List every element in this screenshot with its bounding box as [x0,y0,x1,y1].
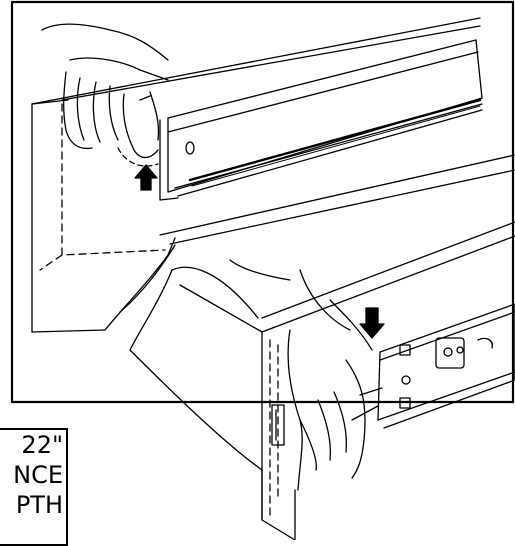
arrow-down-icon [359,307,385,339]
dimension-callout-box: 22" NCE PTH [0,428,68,546]
upper-slide-rail [159,39,483,201]
callout-line-1: 22" [21,431,63,459]
callout-line-3: PTH [15,491,63,519]
arrow-up-icon [134,164,158,191]
upper-hand [41,23,169,167]
lower-drawer-box [129,221,515,540]
lower-hand [229,259,383,491]
callout-line-2: NCE [13,461,63,489]
lower-slide-member [377,303,515,429]
upper-cabinet-panel [31,17,515,333]
